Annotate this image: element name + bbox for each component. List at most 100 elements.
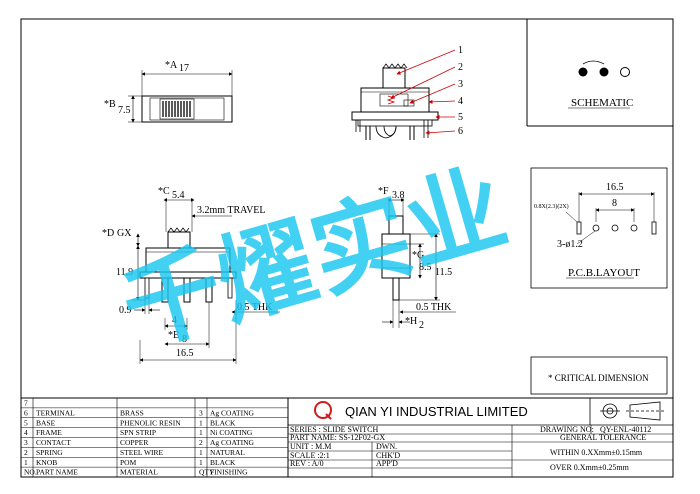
bom-cell-no: 1: [24, 458, 28, 467]
bom-cell-material: STEEL WIRE: [120, 448, 164, 457]
critical-box: [530, 356, 668, 395]
callout-5: 5: [458, 112, 463, 123]
dim-11-5: 11.5: [435, 267, 452, 278]
dim-a-value: 17: [179, 63, 189, 74]
pcb-hole-1: [592, 224, 600, 232]
dim-g-value: 8.5: [419, 262, 432, 273]
bom-cell-part: KNOB: [36, 458, 57, 467]
bom-cell-qty: 1: [199, 448, 203, 457]
bom-cell-material: BRASS: [120, 408, 144, 417]
bom-header-cell: PART NAME: [36, 468, 78, 477]
callout-2: 2: [458, 62, 463, 73]
pcb-title: P.C.B.LAYOUT: [568, 267, 640, 279]
bom-cell-no: 6: [24, 408, 28, 417]
bom-header-cell: FINISHING: [210, 468, 248, 477]
drawing-no-value: QY-ENL-40112: [600, 425, 651, 434]
schematic-title: SCHEMATIC: [571, 97, 633, 109]
thk-right-label: 0.5 THK: [416, 302, 452, 313]
bom-cell-part: BASE: [36, 418, 56, 427]
title-block: QIAN YI INDUSTRIAL LIMITED SERIES : SLID…: [287, 398, 673, 477]
bom-cell-qty: 3: [199, 408, 203, 417]
bom-cell-finish: BLACK: [210, 418, 236, 427]
tolerance-within: WITHIN 0.XXmm±0.15mm: [550, 448, 643, 457]
bom-cell-part: SPRING: [36, 448, 63, 457]
dim-h-label: *H: [405, 316, 417, 327]
drawing-border: [20, 18, 674, 478]
general-tolerance: GENERAL TOLERANCE: [560, 433, 646, 442]
series-field: SERIES : SLIDE SWITCH: [290, 425, 378, 434]
dim-e-value: 8: [182, 334, 187, 345]
pcb-layout-box: 16.5 8 0.8X(2.3)(2X) 3-ø1.2 P.C.B.LAYOUT: [530, 167, 668, 289]
dim-d-value: GX: [117, 228, 132, 239]
pcb-slot-label: 0.8X(2.3)(2X): [534, 203, 569, 210]
unit-field: UNIT : M.M: [290, 442, 331, 451]
dim-c-value: 5.4: [172, 190, 185, 201]
company-logo: [314, 401, 332, 420]
bom-cell-no: 4: [24, 428, 28, 437]
bom-cell-no: 3: [24, 438, 28, 447]
schematic-pin-3: [620, 67, 630, 77]
dim-a-label: *A: [165, 60, 178, 71]
bom-cell-qty: 1: [199, 458, 203, 467]
dim-f-label: *F: [378, 186, 389, 197]
bom-row: 2 SPRING STEEL WIRE 1 NATURAL: [24, 448, 245, 457]
dim-11-9: 11.9: [116, 267, 133, 278]
bom-cell-finish: Ni COATING: [210, 428, 253, 437]
appd-field: APP'D: [376, 459, 398, 468]
dim-16-5: 16.5: [176, 348, 194, 359]
schematic-pin-2: [599, 67, 609, 77]
side-view: *F 3.8 *G 8.5 11.5 0.5 THK *H 2: [378, 186, 456, 331]
bom-cell-finish: NATURAL: [210, 448, 245, 457]
rev-field: REV : A/0: [290, 459, 324, 468]
travel-label: 3.2mm TRAVEL: [197, 205, 266, 216]
bom-header-cell: NO.: [24, 468, 37, 477]
pcb-slot-left: [576, 221, 582, 235]
schematic-pin-1: [578, 67, 588, 77]
dim-f-value: 3.8: [392, 190, 405, 201]
bom-cell-qty: 2: [199, 438, 203, 447]
dim-e-label: *E: [168, 330, 179, 341]
bom-cell-part: FRAME: [36, 428, 62, 437]
bom-cell-qty: 1: [199, 428, 203, 437]
bom-header-cell: QTY: [199, 468, 215, 477]
dwn-field: DWN.: [376, 442, 397, 451]
company-name: QIAN YI INDUSTRIAL LIMITED: [345, 404, 528, 419]
dim-4: 4: [172, 315, 177, 326]
pcb-hole-label: 3-ø1.2: [557, 239, 583, 250]
drawing-no-label: DRAWING NO:: [540, 425, 594, 434]
callout-4: 4: [458, 96, 463, 107]
bom-cell-no: 7: [24, 399, 28, 408]
front-view: *C 5.4 3.2mm TRAVEL *D GX 11.9 0.9: [102, 186, 280, 364]
callout-6: 6: [458, 126, 463, 137]
bom-row: 4 FRAME SPN STRIP 1 Ni COATING: [24, 428, 253, 437]
pcb-hole-3: [630, 224, 638, 232]
callout-numbers: 1 2 3 4 5 6: [458, 45, 463, 137]
dim-h-value: 2: [419, 320, 424, 331]
bom-cell-material: SPN STRIP: [120, 428, 156, 437]
callout-leaders: [390, 49, 456, 135]
section-view: [351, 63, 439, 140]
chkd-field: CHK'D: [376, 451, 400, 460]
bom-cell-no: 2: [24, 448, 28, 457]
dim-g-label: *G: [412, 250, 424, 261]
dim-d-label: *D: [102, 228, 114, 239]
top-view: *A 17 *B 7.5: [104, 60, 233, 123]
part-name-field: PART NAME: SS-12F02-GX: [290, 433, 385, 442]
pcb-dim-16-5: 16.5: [606, 182, 624, 193]
bom-cell-material: POM: [120, 458, 137, 467]
projection-symbol: [600, 401, 664, 421]
dim-b-label: *B: [104, 99, 116, 110]
pcb-slot-right: [651, 221, 657, 235]
thk-left-label: 0.5 THK: [237, 302, 273, 313]
bom-cell-material: PHENOLIC RESIN: [120, 418, 181, 427]
pcb-dim-8: 8: [612, 198, 617, 209]
bom-cell-part: TERMINAL: [36, 408, 75, 417]
tolerance-over: OVER 0.Xmm±0.25mm: [550, 463, 630, 472]
bom-header-cell: MATERIAL: [120, 468, 158, 477]
